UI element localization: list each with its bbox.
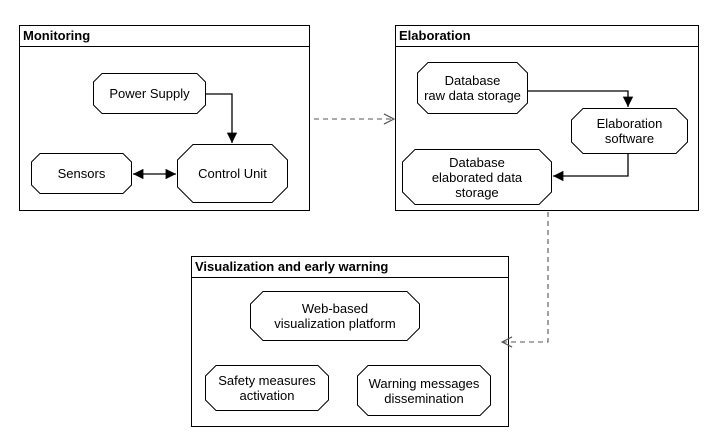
- warning-messages-label-line2: dissemination: [384, 390, 464, 406]
- db-elaborated-label-line3: storage: [455, 184, 499, 200]
- raw-to-software-arrow: [528, 90, 634, 107]
- elaboration-software-label-line1: Elaboration: [596, 116, 663, 131]
- web-platform-label-line1: Web-based: [301, 301, 369, 316]
- sensors-label: Sensors: [57, 166, 106, 181]
- elaboration-group-title: Elaboration: [396, 26, 698, 47]
- elaboration-to-visualization-dashed-arrow: [502, 212, 549, 342]
- elaboration-software-label-line2: software: [604, 131, 655, 146]
- power-to-control-arrow: [206, 93, 238, 143]
- sensors-node: Sensors: [31, 153, 132, 194]
- control-unit-node: Control Unit: [177, 144, 288, 203]
- power-supply-node: Power Supply: [93, 73, 206, 114]
- safety-measures-label-line2: activation: [239, 388, 295, 403]
- software-to-elaborated-arrow: [553, 154, 629, 182]
- db-elaborated-label-line1: Database: [449, 154, 505, 170]
- db-elaborated-label-line2: elaborated data: [431, 169, 523, 185]
- db-raw-label-line2: raw data storage: [424, 88, 521, 103]
- monitoring-group-title: Monitoring: [20, 26, 309, 47]
- safety-measures-label-line1: Safety measures: [218, 373, 316, 388]
- db-raw-label-line1: Database: [444, 73, 501, 88]
- warning-messages-label-line1: Warning messages: [368, 375, 480, 391]
- visualization-group-title: Visualization and early warning: [192, 257, 508, 278]
- control-unit-label: Control Unit: [198, 166, 267, 181]
- power-supply-label: Power Supply: [109, 86, 190, 101]
- web-platform-label-line2: visualization platform: [274, 316, 396, 331]
